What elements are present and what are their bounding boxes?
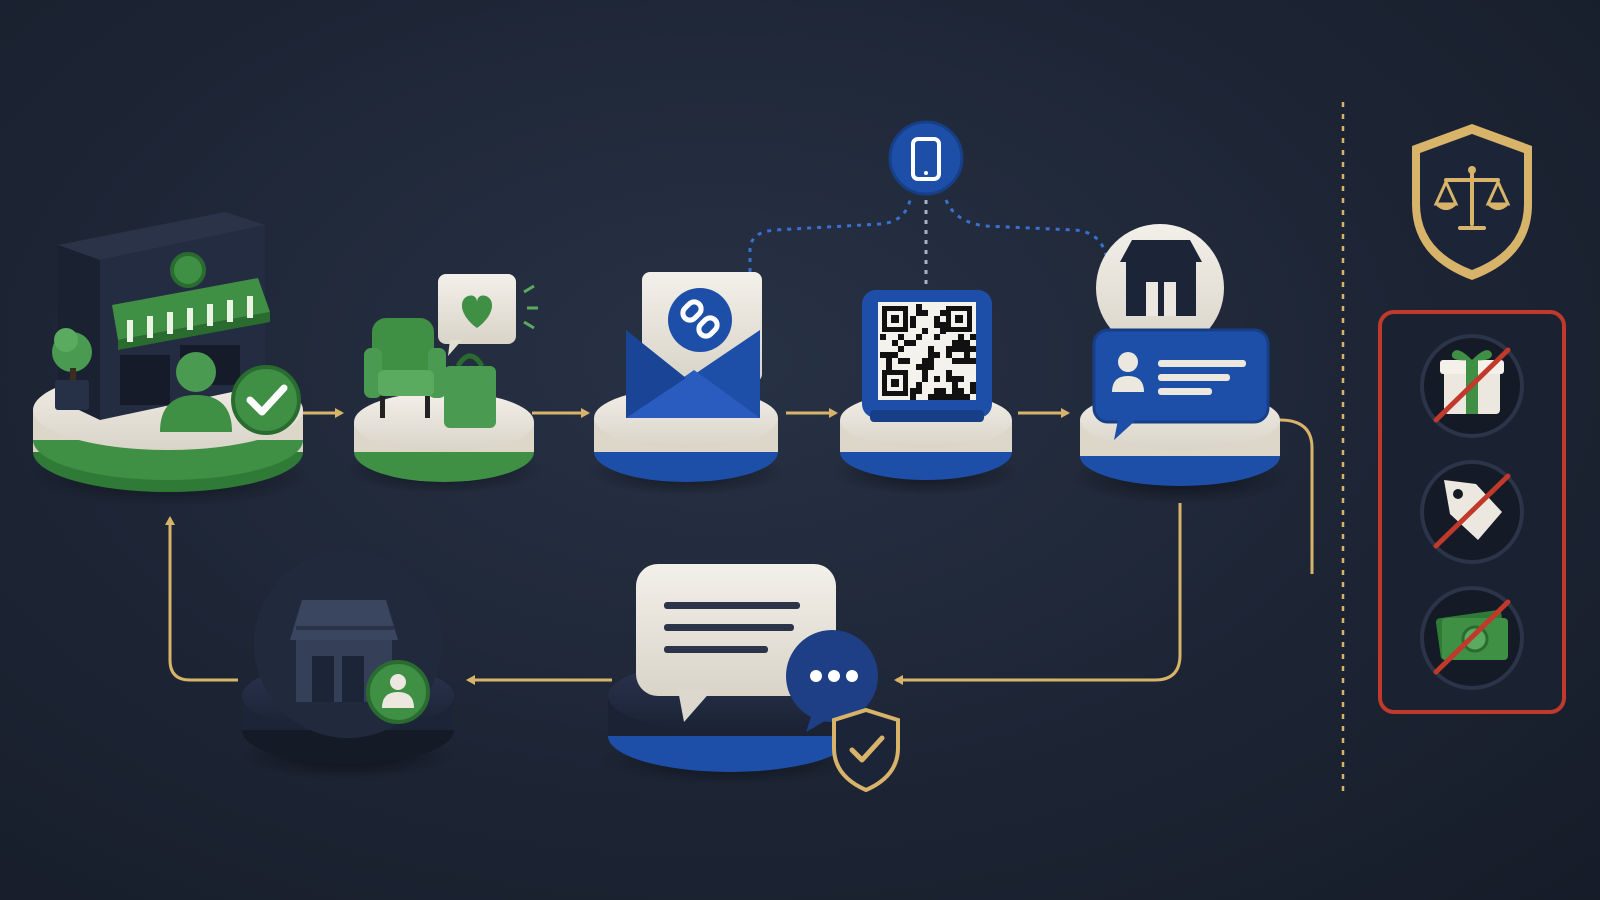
not-allowed-slash bbox=[1433, 347, 1511, 423]
node-email-link[interactable] bbox=[586, 272, 786, 496]
speech-bubble-icon bbox=[636, 564, 836, 722]
mobile-hub[interactable] bbox=[888, 120, 964, 196]
compliance-panel bbox=[1378, 124, 1566, 714]
node-store-profile[interactable] bbox=[238, 550, 458, 780]
heart-bubble-icon bbox=[438, 274, 538, 356]
user-badge-icon bbox=[366, 660, 430, 724]
connector-profile-to-panel bbox=[1279, 418, 1314, 574]
prohibited-discount bbox=[1420, 460, 1524, 564]
node-verified-reviews[interactable] bbox=[600, 564, 900, 793]
shield-check-icon bbox=[832, 707, 900, 793]
check-icon bbox=[231, 365, 301, 435]
not-allowed-slash bbox=[1433, 599, 1511, 675]
connector-arrows bbox=[165, 408, 1314, 685]
customer-icon bbox=[160, 352, 232, 432]
profile-card-icon bbox=[1092, 328, 1270, 440]
smartphone-icon bbox=[911, 137, 941, 181]
link-icon bbox=[668, 288, 732, 352]
node-review-profile[interactable] bbox=[1070, 224, 1290, 504]
node-qr-code[interactable] bbox=[831, 290, 1021, 496]
node-purchase[interactable] bbox=[344, 274, 544, 494]
qr-code-icon bbox=[862, 290, 992, 422]
chat-dots-icon bbox=[786, 630, 878, 732]
prohibited-cash bbox=[1420, 586, 1524, 690]
dotted-link-profile bbox=[944, 199, 1108, 256]
mobile-links bbox=[748, 199, 1108, 292]
shield-scales-icon bbox=[1412, 124, 1532, 280]
dotted-link-email bbox=[748, 199, 912, 272]
armchair-icon bbox=[364, 318, 446, 418]
store-icon bbox=[1120, 240, 1202, 316]
arrow-profile-to-reviews bbox=[894, 503, 1182, 685]
arrow-store-profile-to-store bbox=[165, 516, 238, 682]
not-allowed-slash bbox=[1433, 473, 1511, 549]
prohibited-gift bbox=[1420, 334, 1524, 438]
node-store-visit[interactable] bbox=[23, 212, 313, 506]
storefront-icon bbox=[52, 212, 270, 420]
shopping-bag-icon bbox=[444, 353, 496, 428]
